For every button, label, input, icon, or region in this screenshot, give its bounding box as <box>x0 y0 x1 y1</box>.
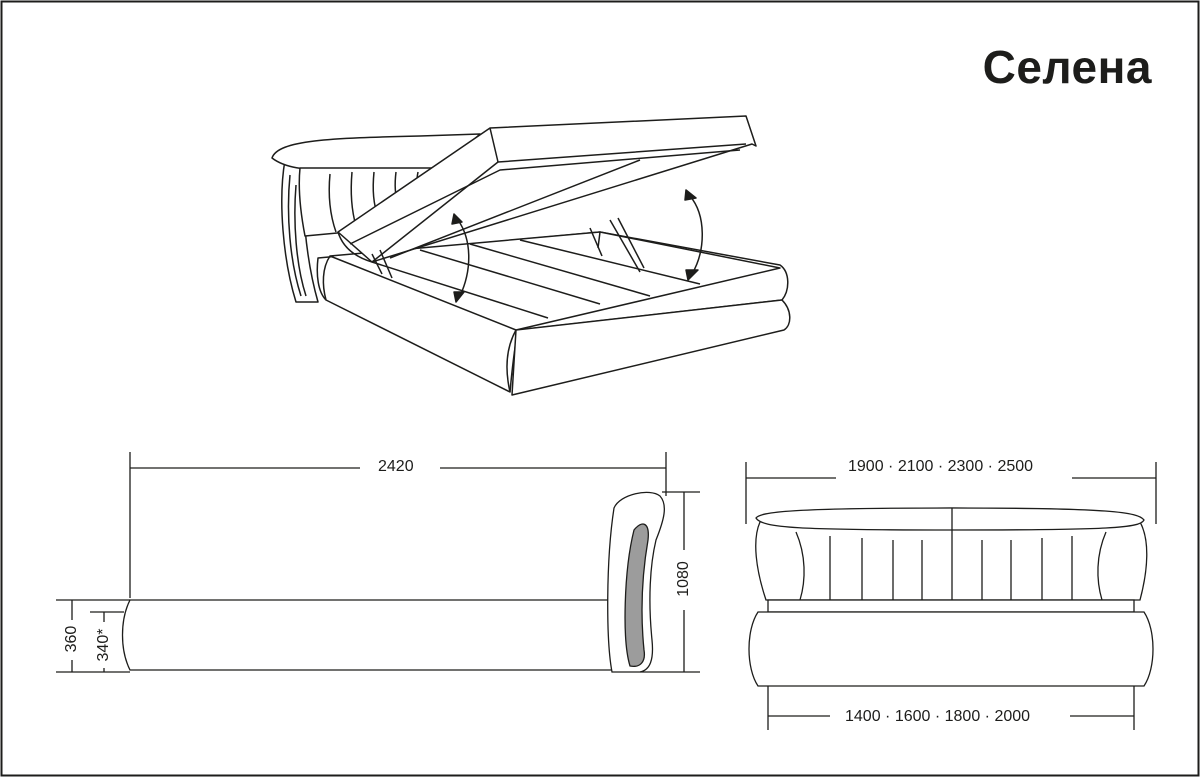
front-width-bottom-label: 1400 · 1600 · 1800 · 2000 <box>845 708 1031 726</box>
headboard-insert <box>624 523 649 668</box>
lift-arrow-left <box>457 219 470 297</box>
base-height-label: 340* <box>95 628 112 662</box>
front-width-top-label: 1900 · 2100 · 2300 · 2500 <box>848 458 1034 476</box>
gas-lift-left <box>379 249 393 279</box>
headboard-panel <box>298 167 439 237</box>
headboard-height-label: 1080 <box>675 561 692 597</box>
front-view <box>745 462 1157 730</box>
gas-lift-right <box>589 227 603 257</box>
bed-height-label: 360 <box>63 625 80 653</box>
headboard-top <box>271 133 481 171</box>
bed-front-face <box>511 299 791 396</box>
product-title: Селена <box>982 41 1152 93</box>
side-view <box>56 452 700 673</box>
base-front <box>748 611 1154 687</box>
isometric-bed-view <box>271 115 791 396</box>
length-dimension-label: 2420 <box>378 458 414 476</box>
side-rail <box>121 599 616 671</box>
lift-arrow-right <box>689 195 703 275</box>
plinth <box>767 599 1135 613</box>
